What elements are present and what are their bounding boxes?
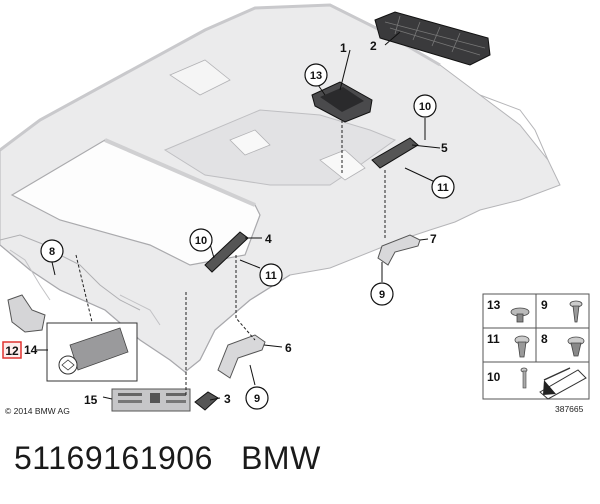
callout-9-right: 9 [370, 282, 394, 306]
part-13-interior-light [311, 81, 373, 123]
legend-8-clip [567, 336, 585, 357]
callout-6: 6 [285, 341, 292, 355]
legend-tape-icon [539, 367, 587, 400]
callout-12-highlight: 12 [2, 341, 22, 359]
brand-name: BMW [241, 440, 321, 476]
callout-1: 1 [340, 41, 347, 55]
callout-13: 13 [304, 63, 328, 87]
legend-13-label: 13 [487, 298, 501, 312]
part-number-line: 51169161906 BMW [14, 440, 321, 477]
callout-10-right: 10 [413, 94, 437, 118]
callout-10-middle: 10 [189, 228, 213, 252]
svg-text:8: 8 [49, 246, 55, 258]
diagram-number: 387665 [555, 404, 584, 414]
part-15-label-plate [111, 388, 191, 412]
part-5-grab-handle [371, 137, 419, 169]
callout-8: 8 [40, 239, 64, 263]
part-14-panel [46, 322, 138, 382]
fastener-legend: 13 9 11 8 10 [482, 293, 590, 400]
callout-2: 2 [370, 39, 377, 53]
part-number: 51169161906 [14, 440, 213, 476]
svg-text:12: 12 [5, 344, 19, 358]
callout-14: 14 [24, 343, 38, 357]
svg-text:13: 13 [310, 70, 322, 82]
legend-11-label: 11 [487, 332, 500, 346]
callout-11-middle: 11 [259, 263, 283, 287]
part-3-clip [194, 391, 219, 411]
part-12-bracket [7, 294, 46, 333]
svg-text:11: 11 [265, 270, 277, 282]
svg-text:10: 10 [419, 101, 431, 113]
legend-9-screw [569, 300, 583, 323]
callout-7: 7 [430, 232, 437, 246]
legend-11-screw [514, 335, 530, 358]
callout-15: 15 [84, 393, 98, 407]
callout-4: 4 [265, 232, 272, 246]
svg-text:11: 11 [437, 182, 449, 194]
callout-3: 3 [224, 392, 231, 406]
legend-8-label: 8 [541, 332, 548, 346]
legend-13-clip [510, 307, 530, 323]
callout-11-right: 11 [431, 175, 455, 199]
legend-9-label: 9 [541, 298, 548, 312]
leader-lines [75, 120, 386, 395]
part-2-grille [374, 11, 491, 66]
part-7-handle [377, 234, 421, 266]
svg-text:9: 9 [379, 289, 385, 301]
legend-10-rivet [520, 367, 528, 389]
callout-9-bottom: 9 [245, 386, 269, 410]
svg-text:10: 10 [195, 235, 207, 247]
copyright-text: © 2014 BMW AG [5, 406, 70, 416]
part-6-handle [217, 334, 266, 379]
callout-5: 5 [441, 141, 448, 155]
svg-text:9: 9 [254, 393, 260, 405]
legend-10-label: 10 [487, 370, 501, 384]
